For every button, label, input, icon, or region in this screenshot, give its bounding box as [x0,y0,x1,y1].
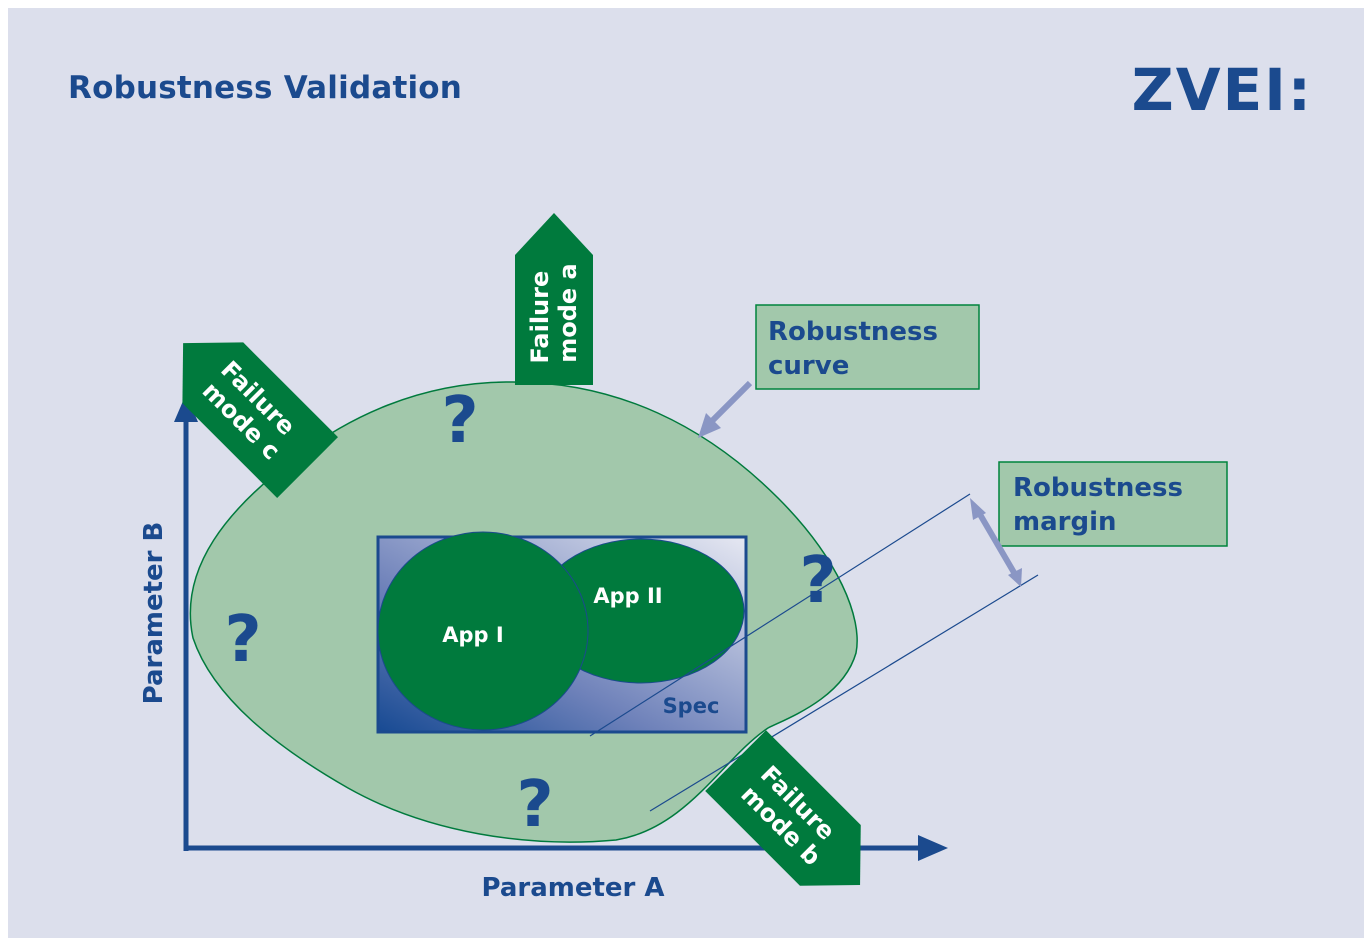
y-axis-arrowhead [174,394,198,422]
margin-line-outer [649,574,1039,812]
robustness-curve-text: Robustness curve [768,317,947,381]
robustness-margin-line2: margin [1013,507,1117,537]
failure-mode-a-line2: mode a [554,263,582,363]
slide: Robustness Validation ZVEI: Parameter A … [8,8,1364,938]
robustness-curve-pointer [698,380,753,438]
y-axis-label: Parameter B [139,522,169,705]
robustness-margin-line1: Robustness [1013,473,1183,503]
question-mark-right: ? [799,544,836,618]
question-mark-top: ? [441,384,478,458]
failure-mode-a-label: Failure mode a [526,262,582,363]
question-mark-bottom: ? [516,768,553,842]
robustness-curve-line2: curve [768,351,849,381]
robustness-curve-line1: Robustness [768,317,938,347]
app-ii-label: App II [593,584,662,608]
failure-mode-a-arrow: Failure mode a [515,213,593,385]
x-axis-arrowhead [918,835,948,861]
failure-mode-b-arrow: Failure mode b [705,730,861,886]
failure-mode-a-line1: Failure [526,271,554,364]
robustness-margin-callout [998,461,1228,547]
robustness-curve-callout [755,304,980,390]
x-axis-label: Parameter A [481,873,664,903]
zvei-logo: ZVEI: [1132,56,1313,124]
app-i-ellipse [377,531,589,731]
robustness-diagram: ZVEI: Parameter A Parameter B Spec App I… [139,56,1313,903]
page-title: Robustness Validation [68,70,463,106]
question-mark-left: ? [224,603,261,677]
app-i-label: App I [442,623,503,647]
failure-mode-c-arrow: Failure mode c [182,342,338,498]
spec-label: Spec [663,694,720,718]
robustness-margin-pointer [970,498,1022,587]
robustness-margin-text: Robustness margin [1013,473,1192,537]
margin-line-inner [589,493,971,737]
